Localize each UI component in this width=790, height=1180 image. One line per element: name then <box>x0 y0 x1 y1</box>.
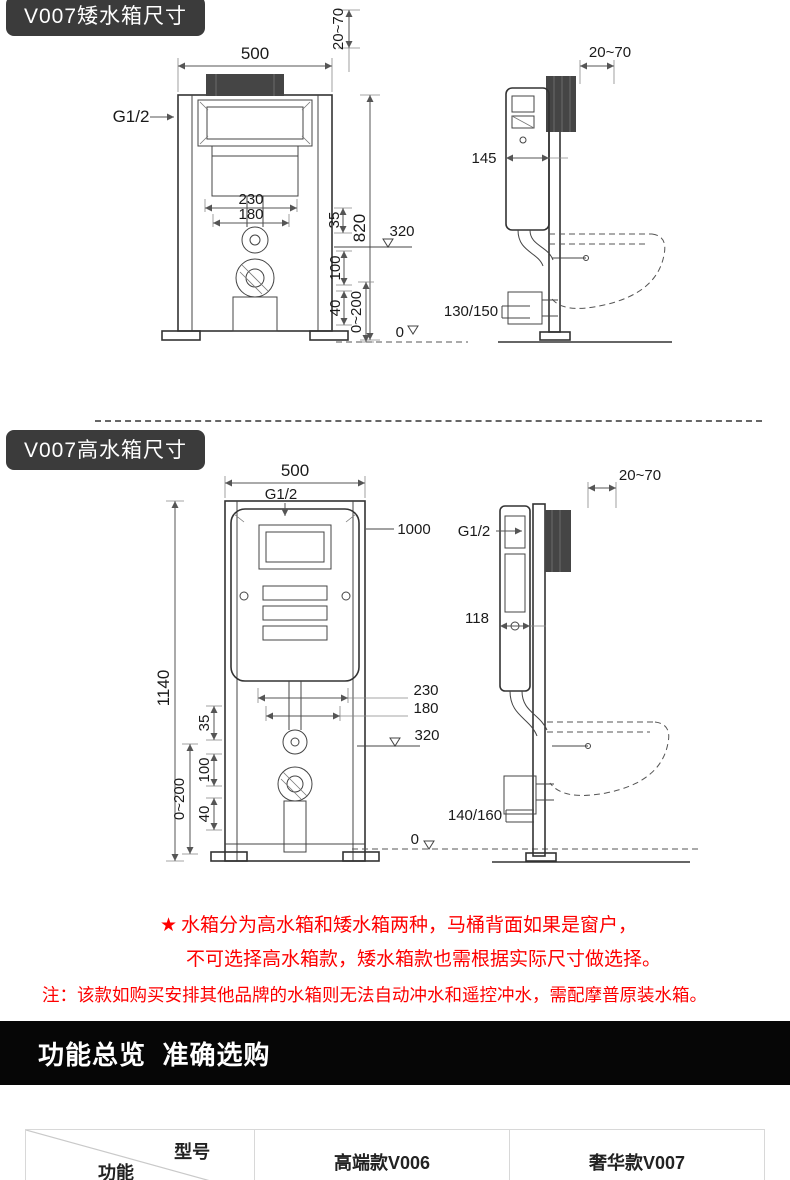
star-icon: ★ <box>160 915 178 936</box>
note-caution: 注：该款如购买安排其他品牌的水箱则无法自动冲水和遥控冲水，需配摩普原装水箱。 <box>42 985 707 1005</box>
dim-label-118: 118 <box>465 610 489 627</box>
note-line-2: 不可选择高水箱款，矮水箱款也需根据实际尺寸做选择。 <box>186 949 662 970</box>
low-tank-badge: V007矮水箱尺寸 <box>6 0 206 36</box>
high-tank-front-drawing <box>210 500 380 862</box>
high-tank-dimension-drawing: 500 G1/2 1000 1140 230 180 <box>154 461 700 863</box>
column-header-v006: 高端款V006 <box>254 1129 511 1180</box>
spec-table: 型号 功能 高端款V006 奢华款V007 <box>24 1129 765 1180</box>
high-tank-side-dimensions: 20~70 G1/2 118 140/160 <box>448 467 661 824</box>
dim-label-320: 320 <box>389 223 414 240</box>
notes-block: ★水箱分为高水箱和矮水箱两种，马桶背面如果是窗户， 不可选择高水箱款，矮水箱款也… <box>0 910 790 1007</box>
dim-label-g12-side: G1/2 <box>458 523 491 540</box>
low-tank-front-drawing <box>161 74 349 341</box>
dim-label-145: 145 <box>471 150 496 167</box>
corner-label-model: 型号 <box>174 1142 211 1162</box>
note-line-1-text: 水箱分为高水箱和矮水箱两种，马桶背面如果是窗户， <box>181 915 638 936</box>
low-tank-section: V007矮水箱尺寸 <box>0 0 790 418</box>
corner-label-function: 功能 <box>98 1163 134 1180</box>
spec-table-header-row: 型号 功能 高端款V006 奢华款V007 <box>24 1129 765 1180</box>
column-header-v007: 奢华款V007 <box>509 1129 765 1180</box>
section-banner: 功能总览 准确选购 <box>0 1021 790 1085</box>
dim-label-180: 180 <box>413 700 438 717</box>
dim-label-35: 35 <box>196 715 213 732</box>
dim-label-1140: 1140 <box>154 670 173 707</box>
dim-label-180: 180 <box>238 206 263 223</box>
dim-label-zero: 0 <box>396 324 404 341</box>
high-tank-front-dimensions: 500 G1/2 1000 1140 230 180 <box>154 461 700 862</box>
dim-label-320: 320 <box>414 727 439 744</box>
dim-label-0-200: 0~200 <box>348 291 365 333</box>
diagonal-divider-line <box>26 1130 210 1180</box>
dim-label-40: 40 <box>196 806 213 823</box>
dim-label-side-20-70: 20~70 <box>589 44 631 61</box>
spec-table-section: 型号 功能 高端款V006 奢华款V007 <box>0 1085 790 1180</box>
dim-label-100: 100 <box>196 757 213 782</box>
dim-label-g12: G1/2 <box>113 107 150 126</box>
dim-label-500: 500 <box>281 461 309 480</box>
low-tank-side-drawing <box>498 76 672 343</box>
dim-label-0-200: 0~200 <box>171 778 188 820</box>
dim-label-820: 820 <box>350 214 369 242</box>
dim-label-35: 35 <box>326 212 343 229</box>
high-tank-section: V007高水箱尺寸 <box>0 426 790 896</box>
dim-label-130-150: 130/150 <box>444 303 498 320</box>
dim-label-500: 500 <box>241 44 269 63</box>
dim-label-100: 100 <box>327 255 344 280</box>
dim-label-40: 40 <box>327 300 344 317</box>
banner-title: 功能总览 准确选购 <box>38 1039 271 1070</box>
dim-label-230: 230 <box>238 191 263 208</box>
low-tank-front-dimensions: 500 20~70 G1/2 230 180 35 <box>113 8 468 343</box>
dim-label-140-160: 140/160 <box>448 807 502 824</box>
high-tank-badge: V007高水箱尺寸 <box>6 430 206 470</box>
low-tank-dimension-drawing: 500 20~70 G1/2 230 180 35 <box>113 8 672 343</box>
dim-label-zero: 0 <box>411 831 419 848</box>
low-tank-side-dimensions: 20~70 145 130/150 <box>444 44 631 320</box>
dim-label-g12-top: G1/2 <box>265 486 298 503</box>
dim-label-20-70: 20~70 <box>330 8 347 50</box>
note-line-1: ★水箱分为高水箱和矮水箱两种，马桶背面如果是窗户， <box>160 910 790 937</box>
dim-label-230: 230 <box>413 682 438 699</box>
dashed-divider <box>95 420 762 422</box>
spec-table-corner-cell: 型号 功能 <box>24 1129 256 1180</box>
dim-label-side-20-70: 20~70 <box>619 467 661 484</box>
high-tank-side-drawing <box>492 503 690 863</box>
dim-label-1000: 1000 <box>397 521 430 538</box>
